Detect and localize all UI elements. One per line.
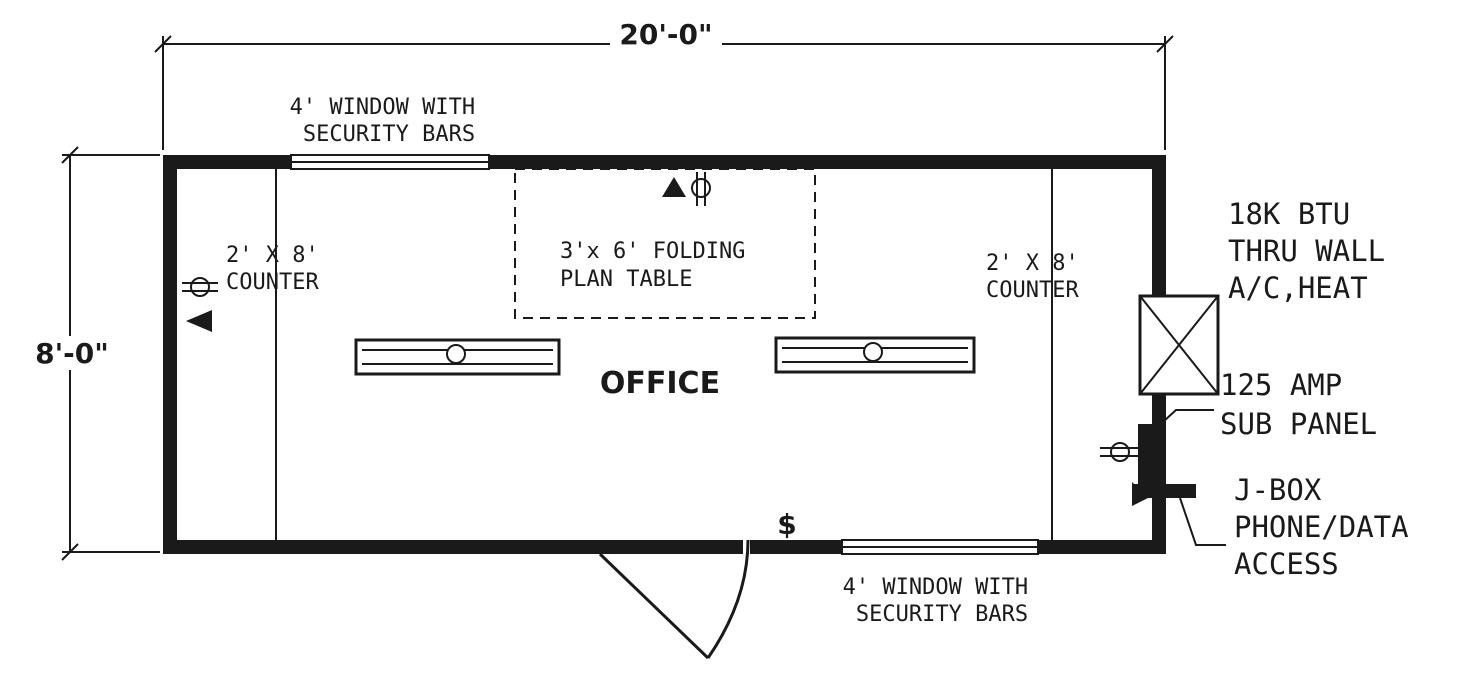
outlet-left-icon bbox=[182, 277, 218, 332]
bottom-window-label: 4' WINDOW WITH SECURITY BARS bbox=[843, 575, 1042, 627]
light-fixture-left bbox=[354, 338, 561, 376]
light-fixture-right bbox=[774, 336, 976, 374]
top-window bbox=[290, 154, 490, 170]
entry-door bbox=[598, 539, 750, 660]
height-dimension-label: 8'-0" bbox=[35, 337, 109, 370]
top-window-label: 4' WINDOW WITH SECURITY BARS bbox=[290, 95, 489, 147]
width-dimension-label: 20'-0" bbox=[619, 18, 712, 51]
sub-panel-label: 125 AMP SUB PANEL bbox=[1220, 368, 1377, 441]
outlet-top-icon bbox=[662, 172, 711, 206]
bottom-window bbox=[841, 539, 1039, 555]
left-counter-label: 2' X 8' COUNTER bbox=[226, 243, 332, 295]
plan-table-outline bbox=[514, 168, 816, 319]
right-counter-label: 2' X 8' COUNTER bbox=[986, 251, 1092, 303]
outlet-right-icon bbox=[1100, 442, 1138, 462]
plan-table-label: 3'x 6' FOLDING PLAN TABLE bbox=[560, 239, 759, 292]
sub-panel-icon bbox=[1138, 409, 1214, 488]
room-name: OFFICE bbox=[600, 366, 720, 401]
j-box-label: J-BOX PHONE/DATA ACCESS bbox=[1234, 473, 1426, 581]
height-dimension: 8'-0" bbox=[26, 146, 160, 561]
exterior-walls bbox=[163, 155, 1166, 554]
j-box-icon bbox=[1132, 482, 1226, 546]
hvac-label: 18K BTU THRU WALL A/C,HEAT bbox=[1228, 197, 1403, 305]
light-switch-icon: $ bbox=[777, 508, 796, 541]
hvac-unit-icon bbox=[1138, 294, 1220, 396]
width-dimension: 20'-0" bbox=[154, 18, 1174, 150]
